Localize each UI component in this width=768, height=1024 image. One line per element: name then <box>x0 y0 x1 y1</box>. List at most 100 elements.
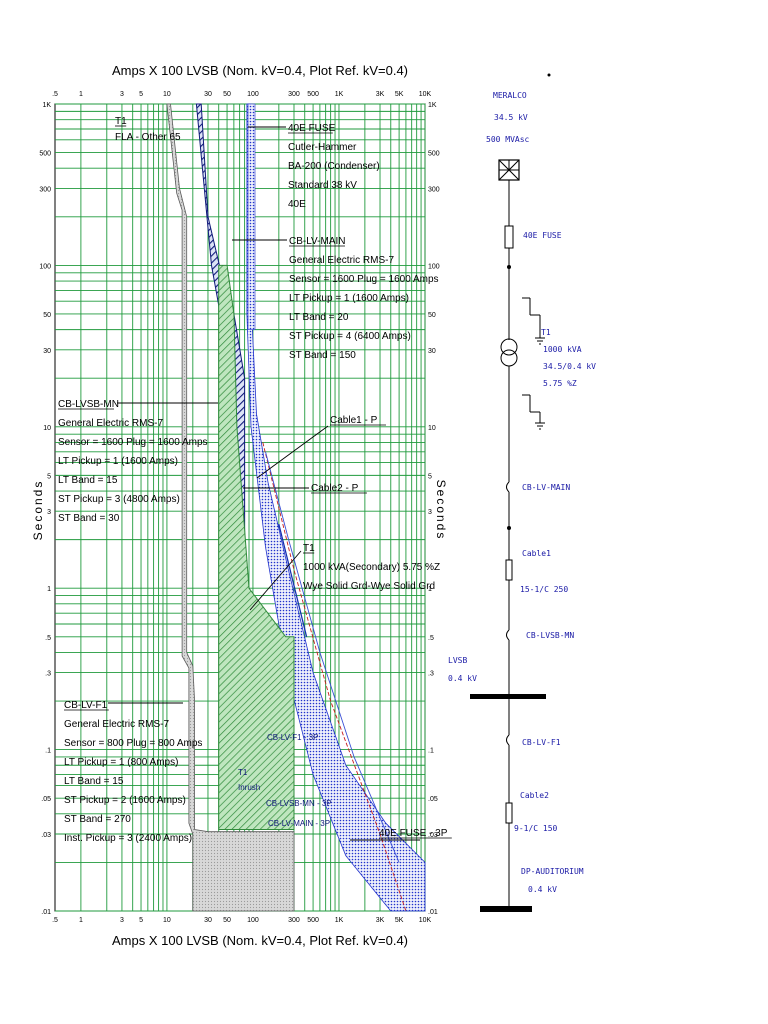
x-tick-label: 100 <box>247 917 259 924</box>
y-tick-label: .5 <box>428 635 434 642</box>
annotation-line: FLA - Other 65 <box>115 132 181 143</box>
fuse-40e-band <box>246 103 426 912</box>
annotation-title: CB-LVSB-MN <box>58 399 119 410</box>
x-tick-label: 10K <box>419 91 432 98</box>
y-tick-label: 500 <box>39 151 51 158</box>
x-tick-label: 3 <box>120 917 124 924</box>
annotation-title: CB-LV-F1 <box>64 700 108 711</box>
annotation-line: ST Pickup = 3 (4800 Amps) <box>58 494 180 505</box>
annotation-line: ST Band = 270 <box>64 814 131 825</box>
y-tick-label: .01 <box>428 909 438 916</box>
x-tick-label: 100 <box>247 91 259 98</box>
annotation-line: BA-200 (Condenser) <box>288 161 380 172</box>
source-voltage: 34.5 kV <box>494 113 528 122</box>
bus-lvsb-bar <box>470 694 546 699</box>
fuse-40e-melt-band <box>247 103 256 330</box>
y-tick-label: 10 <box>43 425 51 432</box>
y-tick-label: 50 <box>43 312 51 319</box>
transformer-impedance: 5.75 %Z <box>543 379 577 388</box>
annotation-line: Inst. Pickup = 3 (2400 Amps) <box>64 833 192 844</box>
cable1-spec: 15-1/C 250 <box>520 585 568 594</box>
cb-lvsb-mn-band <box>218 264 295 830</box>
x-tick-label: 300 <box>288 917 300 924</box>
source-name: MERALCO <box>493 91 527 100</box>
y-axis-label-right: Seconds <box>434 480 448 541</box>
y-tick-label: 1 <box>428 586 432 593</box>
annotation-title: 40E FUSE - 3P <box>379 828 448 839</box>
y-tick-label: 300 <box>428 186 440 193</box>
breaker-f1-label: CB-LV-F1 <box>522 738 561 747</box>
annotation-line: LT Pickup = 1 (1600 Amps) <box>58 456 178 467</box>
annotation-title: CB-LV-MAIN - 3P <box>268 819 330 828</box>
annotation-block: Cable2 - P <box>243 483 367 494</box>
y-tick-label: 50 <box>428 312 436 319</box>
annotation-leader <box>256 425 329 479</box>
x-tick-label: 10 <box>163 917 171 924</box>
annotation-line: General Electric RMS-7 <box>289 255 394 266</box>
y-tick-label: .05 <box>41 796 51 803</box>
y-tick-label: .1 <box>45 748 51 755</box>
annotation-line: Sensor = 800 Plug = 800 Amps <box>64 738 202 749</box>
y-tick-label: .1 <box>428 748 434 755</box>
transformer-symbol <box>500 338 518 367</box>
x-tick-label: 50 <box>223 917 231 924</box>
annotation-line: General Electric RMS-7 <box>58 418 163 429</box>
utility-source-symbol <box>498 159 520 181</box>
ground-symbol-secondary <box>522 394 545 430</box>
bus-load-bar <box>480 906 532 912</box>
breaker-main-symbol <box>506 481 510 493</box>
y-tick-label: 300 <box>39 186 51 193</box>
y-tick-label: 1K <box>428 102 437 109</box>
breaker-lvsb-symbol <box>506 629 510 641</box>
y-tick-label: .03 <box>41 832 51 839</box>
y-tick-label: .03 <box>428 832 438 839</box>
y-tick-label: 500 <box>428 151 440 158</box>
x-tick-label: 5 <box>139 917 143 924</box>
annotation-title: CB-LV-F1 - 3P <box>267 733 318 742</box>
one-line-diagram: MERALCO 34.5 kV 500 MVAsc 40E FUSE <box>448 73 596 912</box>
transformer-name: T1 <box>541 328 551 337</box>
cable1-name: Cable1 <box>522 549 551 558</box>
y-tick-label: 1 <box>47 586 51 593</box>
x-tick-label: 1K <box>335 91 344 98</box>
breaker-lvsb-label: CB-LVSB-MN <box>526 631 574 640</box>
annotation-block: CB-LV-F1 - 3P <box>267 733 318 742</box>
annotation-title: CB-LVSB-MN - 3P <box>266 799 332 808</box>
cable2-spec: 9-1/C 150 <box>514 824 558 833</box>
x-tick-label: 1 <box>79 91 83 98</box>
transformer-voltage: 34.5/0.4 kV <box>543 362 596 371</box>
x-tick-label: 1 <box>79 917 83 924</box>
x-tick-label: 3 <box>120 91 124 98</box>
x-tick-label: 10K <box>419 917 432 924</box>
y-tick-label: 1K <box>42 102 51 109</box>
cable2-curve <box>265 451 400 863</box>
annotation-line: Standard 38 kV <box>288 180 357 191</box>
y-tick-label: 100 <box>39 263 51 270</box>
annotation-line: ST Band = 150 <box>289 350 356 361</box>
x-tick-label: 300 <box>288 91 300 98</box>
vertical-gridlines <box>80 104 426 911</box>
annotation-line: Cutler-Hammer <box>288 142 357 153</box>
t1-fla-band <box>166 103 295 912</box>
annotation-title: T1 <box>303 543 315 554</box>
breaker-main-label: CB-LV-MAIN <box>522 483 570 492</box>
annotation-line: General Electric RMS-7 <box>64 719 169 730</box>
x-tick-label: 50 <box>223 91 231 98</box>
cable1-symbol <box>505 559 513 581</box>
fuse-label: 40E FUSE <box>523 231 562 240</box>
annotation-title: Cable2 - P <box>311 483 359 494</box>
annotation-line: Sensor = 1600 Plug = 1600 Amps <box>289 274 439 285</box>
annotation-title: T1 <box>115 116 127 127</box>
x-tick-label: 10 <box>163 91 171 98</box>
x-tick-label: 3K <box>376 917 385 924</box>
x-tick-label: 1K <box>335 917 344 924</box>
annotation-line: LT Pickup = 1 (800 Amps) <box>64 757 178 768</box>
